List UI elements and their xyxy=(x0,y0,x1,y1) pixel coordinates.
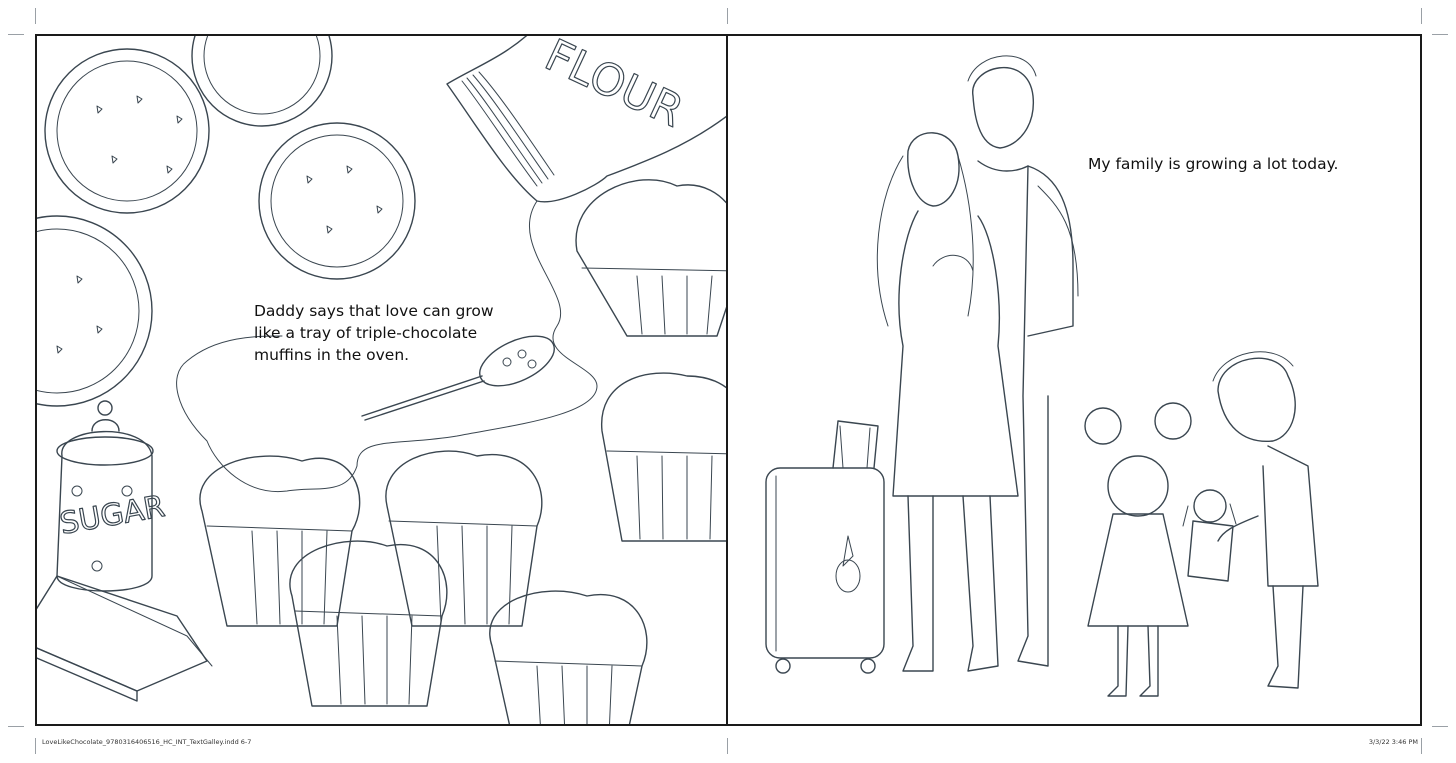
crop-mark-bottom-right xyxy=(1421,738,1422,754)
right-page xyxy=(728,36,1420,724)
suitcase-illustration xyxy=(765,420,885,674)
boy-figure xyxy=(1212,351,1319,689)
girl-figure xyxy=(1084,402,1192,697)
page-gutter xyxy=(726,34,728,726)
left-page: FLOUR xyxy=(37,36,726,724)
crop-mark-bottom-center xyxy=(727,738,728,754)
crop-mark-bottom-left-h xyxy=(8,726,24,727)
story-line-2: like a tray of triple-chocolate xyxy=(254,324,478,342)
mother-figure xyxy=(876,132,1019,672)
teddy-illustration xyxy=(1182,489,1237,582)
crop-mark-bottom-right-h xyxy=(1432,726,1448,727)
slug-timestamp: 3/3/22 3:46 PM xyxy=(1368,738,1418,746)
left-page-story-text: Daddy says that love can grow like a tra… xyxy=(254,300,494,366)
story-line-1: Daddy says that love can grow xyxy=(254,302,494,320)
crop-mark-top-center xyxy=(727,8,728,24)
crop-mark-top-left-h xyxy=(8,34,24,35)
family-illustration xyxy=(765,55,1319,697)
story-line-3: muffins in the oven. xyxy=(254,346,410,364)
muffin-cups-top-view xyxy=(37,36,416,407)
crop-mark-top-right-h xyxy=(1432,34,1448,35)
crop-mark-top-left xyxy=(35,8,36,24)
slug-file-name: LoveLikeChocolate_9780316406516_HC_INT_T… xyxy=(42,738,252,746)
father-figure xyxy=(967,55,1079,667)
flour-spill xyxy=(176,200,598,493)
right-page-story-text: My family is growing a lot today. xyxy=(1088,155,1339,173)
crop-mark-top-right xyxy=(1421,8,1422,24)
crop-mark-bottom-left xyxy=(35,738,36,754)
baking-illustration: FLOUR xyxy=(37,36,726,724)
spoon-illustration xyxy=(361,335,555,421)
butter-dish-illustration xyxy=(37,575,213,702)
book-spread-frame xyxy=(35,34,1422,726)
muffins-side-view xyxy=(199,179,726,724)
